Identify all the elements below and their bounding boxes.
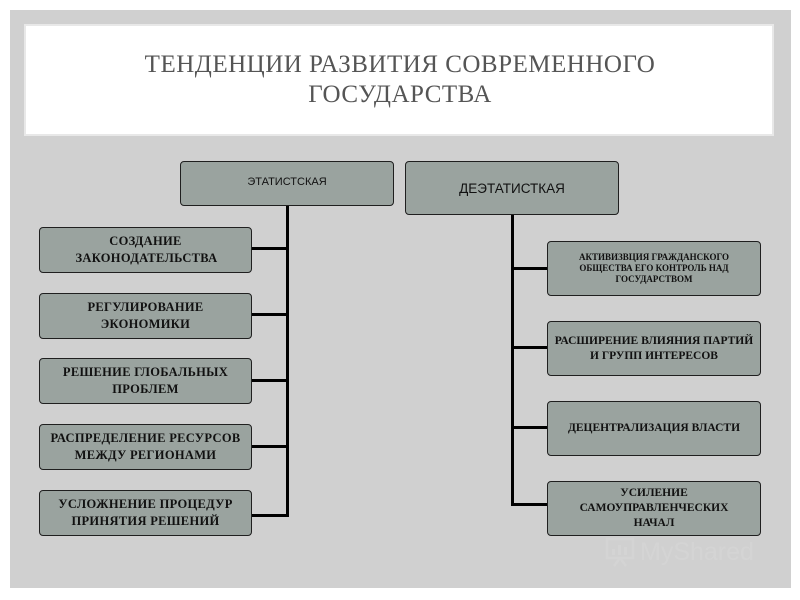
left-item-2-label: РЕГУЛИРОВАНИЕ ЭКОНОМИКИ — [87, 300, 204, 331]
title-band — [24, 24, 774, 136]
left-branch-line-4 — [251, 445, 289, 448]
left-branch-line-3 — [251, 379, 289, 382]
left-branch-line-1 — [251, 247, 289, 250]
presentation-chart-icon — [605, 537, 635, 567]
right-item-4: УСИЛЕНИЕ САМОУПРАВЛЕНЧЕСКИХ НАЧАЛ — [547, 481, 761, 536]
right-item-3-label: ДЕЦЕНТРАЛИЗАЦИЯ ВЛАСТИ — [567, 422, 741, 434]
left-item-2: РЕГУЛИРОВАНИЕ ЭКОНОМИКИ — [39, 293, 252, 339]
right-branch-line-2 — [511, 346, 548, 349]
left-item-1-label: СОЗДАНИЕ ЗАКОНОДАТЕЛЬСТВА — [75, 234, 218, 265]
right-item-1-label: АКТИВИЗВЦИЯ ГРАЖДАНСКОГО ОБЩЕСТВА ЕГО КО… — [578, 252, 729, 284]
left-header-label: ЭТАТИСТСКАЯ — [247, 176, 327, 188]
watermark: MyShared — [604, 536, 754, 568]
right-item-4-label: УСИЛЕНИЕ САМОУПРАВЛЕНЧЕСКИХ НАЧАЛ — [579, 487, 729, 529]
left-item-5: УСЛОЖНЕНИЕ ПРОЦЕДУР ПРИНЯТИЯ РЕШЕНИЙ — [39, 490, 252, 536]
left-item-4: РАСПРЕДЕЛЕНИЕ РЕСУРСОВ МЕЖДУ РЕГИОНАМИ — [39, 424, 252, 470]
right-branch-line-3 — [511, 426, 548, 429]
slide-title: ТЕНДЕНЦИИ РАЗВИТИЯ СОВРЕМЕННОГО ГОСУДАРС… — [144, 51, 656, 108]
right-item-2: РАСШИРЕНИЕ ВЛИЯНИЯ ПАРТИЙ И ГРУПП ИНТЕРЕ… — [547, 321, 761, 376]
left-trunk-line — [286, 205, 289, 517]
watermark-text: MyShared — [640, 537, 754, 566]
left-item-4-label: РАСПРЕДЕЛЕНИЕ РЕСУРСОВ МЕЖДУ РЕГИОНАМИ — [50, 431, 241, 462]
left-header-box: ЭТАТИСТСКАЯ — [180, 161, 394, 206]
right-item-2-label: РАСШИРЕНИЕ ВЛИЯНИЯ ПАРТИЙ И ГРУПП ИНТЕРЕ… — [554, 334, 754, 362]
right-header-box: ДЕЭТАТИСТКАЯ — [405, 161, 619, 215]
right-item-3: ДЕЦЕНТРАЛИЗАЦИЯ ВЛАСТИ — [547, 401, 761, 456]
left-item-3-label: РЕШЕНИЕ ГЛОБАЛЬНЫХ ПРОБЛЕМ — [62, 365, 229, 396]
right-branch-line-4 — [511, 503, 548, 506]
left-item-1: СОЗДАНИЕ ЗАКОНОДАТЕЛЬСТВА — [39, 227, 252, 273]
left-branch-line-2 — [251, 313, 289, 316]
right-trunk-line — [511, 214, 514, 506]
left-item-3: РЕШЕНИЕ ГЛОБАЛЬНЫХ ПРОБЛЕМ — [39, 358, 252, 404]
left-item-5-label: УСЛОЖНЕНИЕ ПРОЦЕДУР ПРИНЯТИЯ РЕШЕНИЙ — [58, 497, 233, 528]
left-branch-line-5 — [251, 514, 289, 517]
right-item-1: АКТИВИЗВЦИЯ ГРАЖДАНСКОГО ОБЩЕСТВА ЕГО КО… — [547, 241, 761, 296]
right-branch-line-1 — [511, 267, 548, 270]
right-header-label: ДЕЭТАТИСТКАЯ — [459, 180, 565, 196]
